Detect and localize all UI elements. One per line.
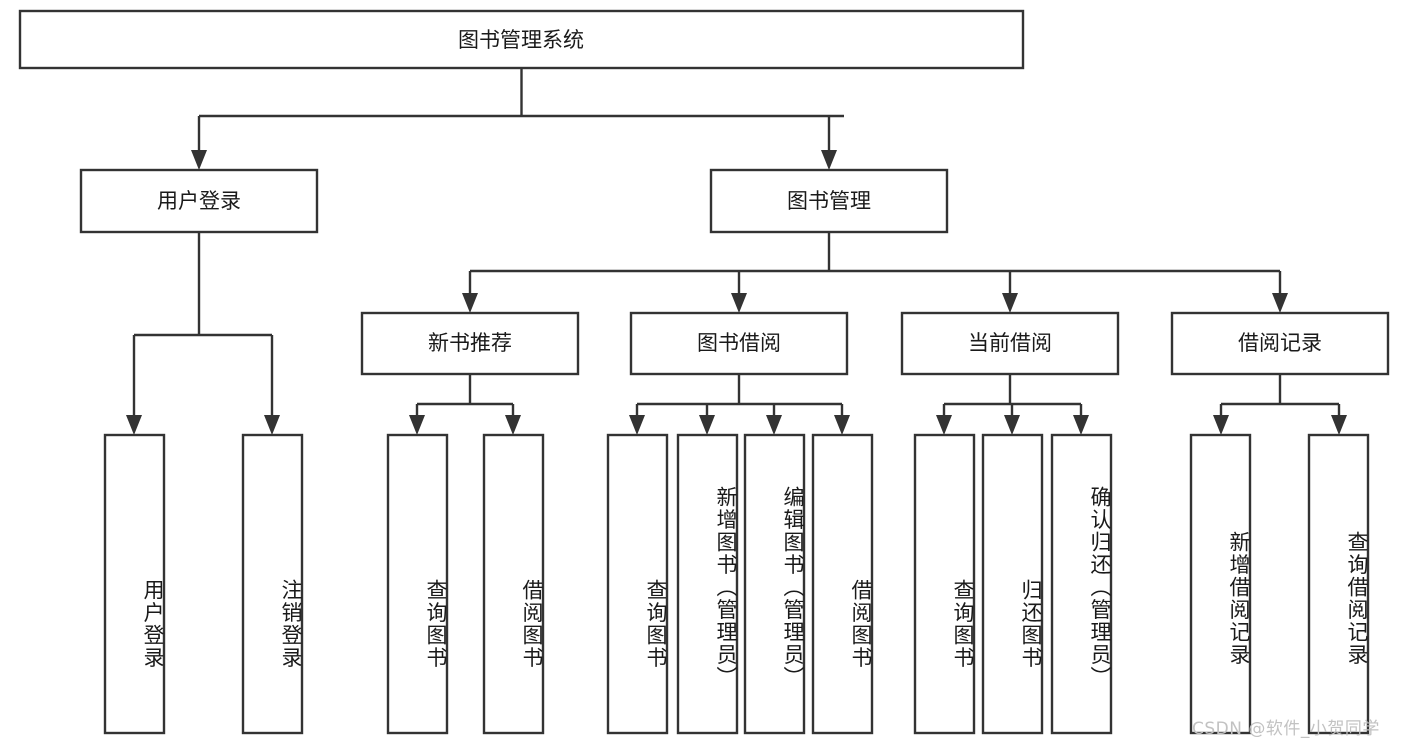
leaf-box-nb-borrow-book[interactable] bbox=[482, 433, 545, 735]
leaf-boxes-current-borrow bbox=[913, 433, 1113, 735]
leaf-box-bb-add-book-admin[interactable] bbox=[676, 433, 739, 735]
arrow-head-bb-lend bbox=[834, 415, 850, 435]
arrow-head-bb-add bbox=[699, 415, 715, 435]
connector-book-manage-to-level3 bbox=[462, 232, 1288, 313]
node-book-manage-box[interactable] bbox=[709, 168, 949, 234]
arrow-head-leaf-user-login bbox=[126, 415, 142, 435]
node-user-login-box[interactable] bbox=[79, 168, 319, 234]
node-book-manage[interactable]: 图书管理 bbox=[709, 168, 949, 234]
leaf-box-cb-confirm-return-admin[interactable] bbox=[1050, 433, 1113, 735]
node-root-system-box[interactable] bbox=[18, 9, 1025, 70]
leaf-box-bb-query-book[interactable] bbox=[606, 433, 669, 735]
connector-book-borrow-to-leaves bbox=[629, 374, 850, 435]
node-user-login-label: 用户登录 bbox=[157, 189, 241, 213]
node-new-book-recommend-box[interactable] bbox=[360, 311, 580, 376]
leaf-box-user-login[interactable] bbox=[103, 433, 166, 735]
node-book-borrow[interactable]: 图书借阅 bbox=[629, 311, 849, 376]
leaf-box-cb-return-book[interactable] bbox=[981, 433, 1044, 735]
arrow-head-book-borrow bbox=[731, 293, 747, 313]
arrow-head-bb-edit bbox=[766, 415, 782, 435]
node-new-book-recommend-label: 新书推荐 bbox=[428, 331, 512, 355]
leaf-boxes-new-book-recommend bbox=[386, 433, 545, 735]
connector-new-book-to-leaves bbox=[409, 374, 521, 435]
leaf-box-nb-query-book[interactable] bbox=[386, 433, 449, 735]
node-current-borrow[interactable]: 当前借阅 bbox=[900, 311, 1120, 376]
arrow-head-cb-confirm bbox=[1073, 415, 1089, 435]
node-root-system-label: 图书管理系统 bbox=[458, 28, 584, 52]
leaf-box-cb-query-book[interactable] bbox=[913, 433, 976, 735]
node-user-login[interactable]: 用户登录 bbox=[79, 168, 319, 234]
connector-current-borrow-to-leaves bbox=[936, 374, 1089, 435]
node-current-borrow-label: 当前借阅 bbox=[968, 331, 1052, 355]
arrow-head-nb-query bbox=[409, 415, 425, 435]
node-borrow-record-label: 借阅记录 bbox=[1238, 331, 1322, 355]
arrow-head-leaf-logout bbox=[264, 415, 280, 435]
leaf-box-bb-borrow-book[interactable] bbox=[811, 433, 874, 735]
arrow-head-new-book bbox=[462, 293, 478, 313]
arrow-head-bb-query bbox=[629, 415, 645, 435]
arrow-head-book-manage bbox=[821, 150, 837, 170]
node-borrow-record[interactable]: 借阅记录 bbox=[1170, 311, 1390, 376]
node-root-system[interactable]: 图书管理系统 bbox=[18, 9, 1025, 70]
leaf-box-bb-edit-book-admin[interactable] bbox=[743, 433, 806, 735]
connector-root-to-level2 bbox=[191, 68, 844, 170]
connector-user-login-to-leaves bbox=[126, 232, 280, 435]
connector-borrow-record-to-leaves bbox=[1213, 374, 1347, 435]
csdn-watermark: CSDN @软件_小贺同学 bbox=[1192, 719, 1380, 739]
node-current-borrow-box[interactable] bbox=[900, 311, 1120, 376]
leaf-box-br-query-record[interactable] bbox=[1307, 433, 1370, 735]
node-borrow-record-box[interactable] bbox=[1170, 311, 1390, 376]
leaf-boxes-borrow-record bbox=[1189, 433, 1370, 735]
arrow-head-borrow-record bbox=[1272, 293, 1288, 313]
leaf-boxes-book-borrow bbox=[606, 433, 874, 735]
leaf-box-br-add-record[interactable] bbox=[1189, 433, 1252, 735]
leaf-box-logout[interactable] bbox=[241, 433, 304, 735]
arrow-head-cb-return bbox=[1004, 415, 1020, 435]
arrow-head-br-add bbox=[1213, 415, 1229, 435]
arrow-head-br-query bbox=[1331, 415, 1347, 435]
node-book-borrow-label: 图书借阅 bbox=[697, 331, 781, 355]
leaf-boxes-user-login bbox=[103, 433, 304, 735]
arrow-head-cb-query bbox=[936, 415, 952, 435]
arrow-head-current-borrow bbox=[1002, 293, 1018, 313]
node-book-borrow-box[interactable] bbox=[629, 311, 849, 376]
node-book-manage-label: 图书管理 bbox=[787, 189, 871, 213]
arrow-head-nb-borrow bbox=[505, 415, 521, 435]
node-new-book-recommend[interactable]: 新书推荐 bbox=[360, 311, 580, 376]
arrow-head-user-login bbox=[191, 150, 207, 170]
